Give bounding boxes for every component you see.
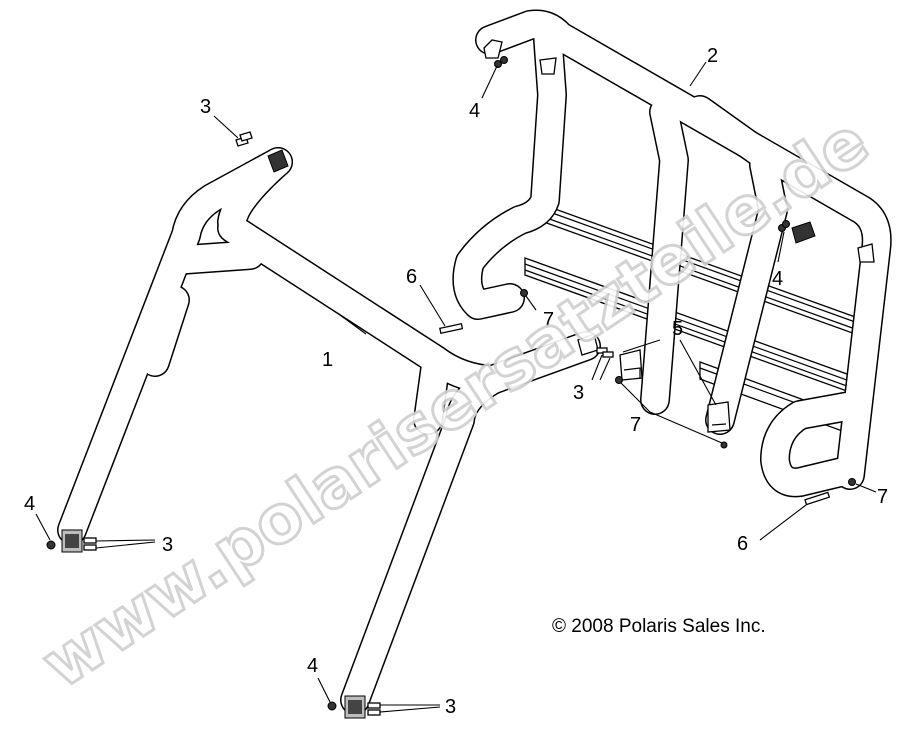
front-cage-part-1 — [57, 147, 601, 719]
callout-6-right: 6 — [737, 533, 748, 555]
nut-4-top-a — [494, 60, 502, 68]
front-left-foot-plate — [61, 529, 83, 553]
nut-4-top-b — [500, 56, 508, 64]
nut-7-bracket — [615, 376, 623, 384]
callout-labels: 3 1 2 4 4 6 7 5 3 7 7 6 4 3 4 3 — [24, 45, 888, 718]
watermark: www.polarisersatzteile.de — [28, 102, 881, 703]
rear-cage-part-2 — [452, 9, 892, 498]
callout-7-right: 7 — [877, 486, 888, 508]
callout-4-left-foot: 4 — [24, 493, 35, 515]
front-top-end-cap — [267, 149, 289, 173]
copyright-notice: © 2008 Polaris Sales Inc. — [552, 616, 766, 637]
callout-3-left-foot: 3 — [162, 534, 173, 556]
callout-3-right-foot: 3 — [445, 696, 456, 718]
bolt-group-3-top — [235, 131, 253, 147]
callout-6-middle: 6 — [406, 266, 417, 288]
bolt-group-3-middle — [596, 347, 614, 358]
callout-3-top: 3 — [200, 96, 211, 118]
bolt-group-3-left-foot — [83, 537, 97, 551]
callout-4-right: 4 — [772, 268, 783, 290]
bolt-group-3-right-foot — [367, 702, 381, 716]
rear-foot-bracket-left — [619, 349, 643, 381]
rear-foot-bracket-right — [707, 401, 731, 433]
callout-4-top: 4 — [469, 100, 480, 122]
nut-7-right — [848, 478, 856, 486]
nut-4-left-foot — [46, 540, 56, 550]
bolt-6-middle — [439, 322, 464, 334]
callout-1: 1 — [322, 349, 333, 371]
callout-2: 2 — [707, 45, 718, 67]
rear-top-mount-left — [483, 39, 557, 75]
nut-4-right-b — [782, 220, 790, 228]
front-right-foot-plate — [344, 695, 366, 719]
callout-4-right-foot: 4 — [307, 655, 318, 677]
callout-5: 5 — [672, 318, 683, 340]
callout-7-lower: 7 — [630, 414, 641, 436]
callout-7-middle: 7 — [543, 309, 554, 331]
rear-top-mount-right — [791, 221, 875, 263]
nut-7-middle — [520, 289, 528, 297]
leader-lines — [35, 61, 877, 713]
nut-4-right-foot — [327, 701, 337, 711]
callout-3-middle: 3 — [573, 382, 584, 404]
nut-7-lower — [720, 441, 728, 449]
hardware-bolts-nuts — [46, 56, 856, 716]
bolt-6-right — [804, 491, 831, 506]
